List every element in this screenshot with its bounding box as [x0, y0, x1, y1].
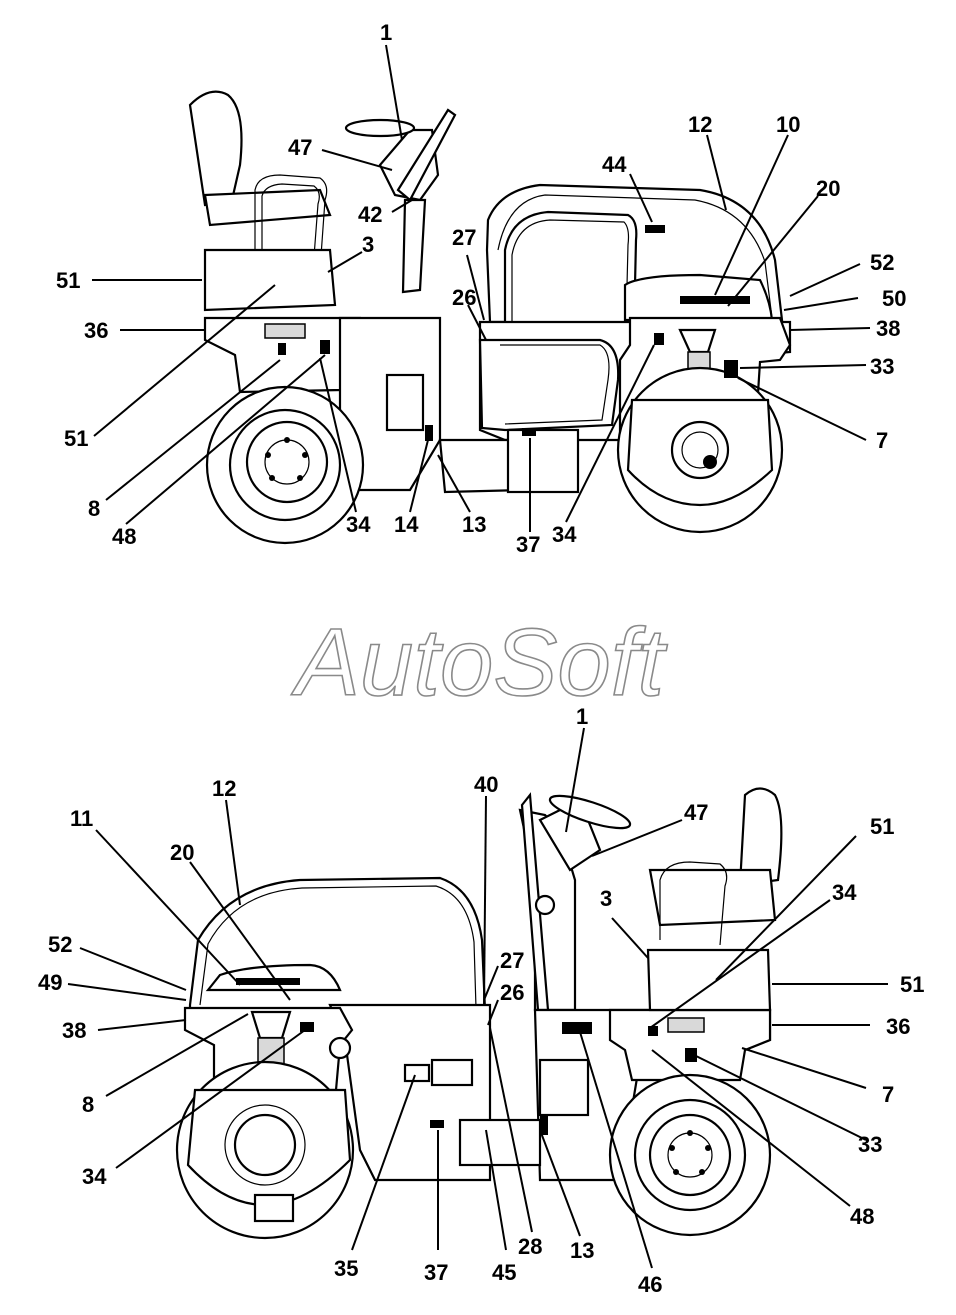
bottom-machine-drawing: [175, 787, 783, 1240]
callout-1: 1: [380, 20, 392, 45]
callout-40: 40: [474, 772, 498, 797]
callout-13: 13: [462, 512, 486, 537]
bottom-leader-lines: [67, 727, 888, 1269]
callout-27: 27: [452, 225, 476, 250]
callout-46: 46: [638, 1272, 662, 1297]
callout-34: 34: [832, 880, 857, 905]
callout-51: 51: [900, 972, 924, 997]
callout-7: 7: [882, 1082, 894, 1107]
callout-26: 26: [500, 980, 524, 1005]
watermark-text: AutoSoft: [291, 609, 668, 716]
callout-51: 51: [64, 426, 88, 451]
callout-47: 47: [288, 135, 312, 160]
bottom-callouts: 1 47 40 12 11 20 52 49 38 8 34 27 26 51 …: [38, 704, 924, 1297]
callout-7: 7: [876, 428, 888, 453]
callout-35: 35: [334, 1256, 358, 1281]
callout-36: 36: [886, 1014, 910, 1039]
callout-12: 12: [688, 112, 712, 137]
callout-51: 51: [870, 814, 894, 839]
callout-47: 47: [684, 800, 708, 825]
top-leader-lines: [92, 44, 871, 532]
callout-34: 34: [82, 1164, 107, 1189]
callout-8: 8: [82, 1092, 94, 1117]
callout-52: 52: [870, 250, 894, 275]
callout-50: 50: [882, 286, 906, 311]
callout-51: 51: [56, 268, 80, 293]
callout-38: 38: [876, 316, 900, 341]
callout-36: 36: [84, 318, 108, 343]
callout-49: 49: [38, 970, 62, 995]
callout-8: 8: [88, 496, 100, 521]
callout-33: 33: [858, 1132, 882, 1157]
callout-20: 20: [816, 176, 840, 201]
callout-1: 1: [576, 704, 588, 729]
top-machine-drawing: [188, 90, 792, 545]
callout-20: 20: [170, 840, 194, 865]
top-callouts: 1 47 42 3 51 36 51 8 48 34 14 13 37 34 2…: [56, 20, 906, 557]
callout-34: 34: [552, 522, 577, 547]
callout-48: 48: [112, 524, 136, 549]
callout-28: 28: [518, 1234, 542, 1259]
callout-11: 11: [70, 806, 93, 831]
callout-38: 38: [62, 1018, 86, 1043]
callout-42: 42: [358, 202, 382, 227]
callout-33: 33: [870, 354, 894, 379]
callout-12: 12: [212, 776, 236, 801]
callout-48: 48: [850, 1204, 874, 1229]
callout-27: 27: [500, 948, 524, 973]
callout-34: 34: [346, 512, 371, 537]
callout-37: 37: [424, 1260, 448, 1285]
callout-26: 26: [452, 285, 476, 310]
callout-10: 10: [776, 112, 800, 137]
callout-14: 14: [394, 512, 419, 537]
callout-3: 3: [362, 232, 374, 257]
callout-45: 45: [492, 1260, 516, 1285]
callout-44: 44: [602, 152, 627, 177]
callout-13: 13: [570, 1238, 594, 1263]
callout-3: 3: [600, 886, 612, 911]
callout-37: 37: [516, 532, 540, 557]
callout-52: 52: [48, 932, 72, 957]
